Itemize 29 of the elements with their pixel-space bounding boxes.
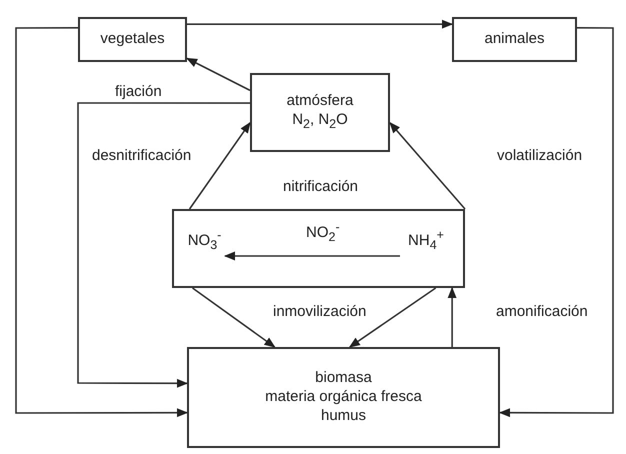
arrow <box>389 122 466 210</box>
process-label: inmovilización <box>273 303 366 320</box>
process-box <box>187 347 500 448</box>
process-box <box>452 17 577 62</box>
node-text: materia orgánica fresca <box>265 388 422 407</box>
node-text: biomasa <box>315 369 372 388</box>
arrow <box>192 287 276 348</box>
arrow <box>187 20 454 29</box>
arrow <box>186 58 250 92</box>
arrow <box>188 122 251 210</box>
arrow <box>77 102 250 388</box>
arrow <box>498 27 614 418</box>
process-label: amonificación <box>496 303 588 320</box>
process-label: fijación <box>115 83 162 100</box>
arrow <box>448 286 457 347</box>
node-text: atmósfera <box>286 92 354 112</box>
process-box <box>78 17 187 62</box>
node-text: animales <box>484 30 545 49</box>
process-box <box>172 209 465 288</box>
arrow <box>15 27 188 418</box>
node-text: vegetales <box>100 30 165 49</box>
node-text: humus <box>320 406 366 426</box>
process-label: desnitrificación <box>92 147 192 164</box>
node-text: N$_{2}$, N$_{2}$O <box>292 111 348 133</box>
arrow <box>224 252 400 260</box>
process-label: volatilización <box>497 147 582 164</box>
process-label: nitrificación <box>283 178 358 195</box>
process-box <box>250 73 390 152</box>
arrow <box>348 287 436 348</box>
